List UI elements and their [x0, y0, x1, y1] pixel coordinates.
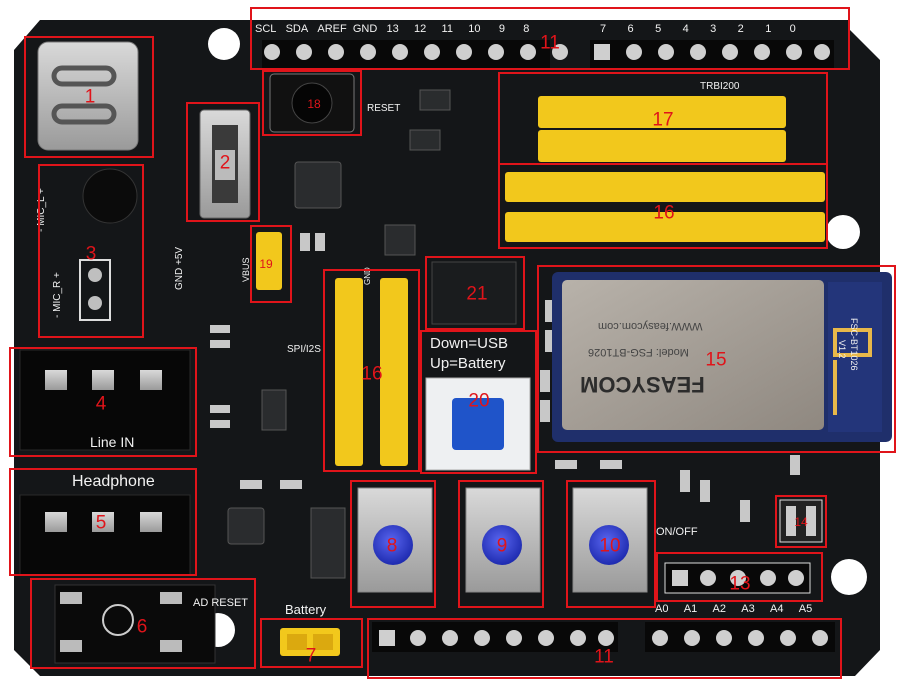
- callout-box-2: [186, 102, 260, 222]
- callout-box-7: [260, 618, 363, 668]
- push-button-8: [357, 487, 433, 593]
- silk-top-header-right: 7 6 5 4 3 2 1 0: [600, 23, 796, 35]
- callout-box-4: [9, 347, 197, 457]
- callout-box-20: [420, 330, 537, 474]
- callout-number: 5: [95, 512, 107, 534]
- bottom-header: [372, 622, 835, 652]
- microphone: [79, 168, 138, 321]
- mount-hole: [831, 559, 867, 595]
- callout-number: 16: [653, 202, 675, 224]
- silk-gnd-5v: GND +5V: [174, 246, 185, 290]
- smd-caps: [210, 233, 800, 522]
- led-area-21: [431, 261, 517, 325]
- silk-on-off: ON/OFF: [656, 526, 698, 538]
- callout-box-21: [425, 256, 525, 330]
- ad-reset-button: [54, 584, 216, 664]
- callout-number: 8: [386, 535, 398, 557]
- callout-number: 13: [729, 573, 751, 595]
- power-select-switch: [425, 377, 531, 471]
- callout-box-3: [38, 164, 144, 338]
- bluetooth-module: [552, 272, 892, 442]
- silk-headphone: Headphone: [72, 473, 155, 490]
- callout-box-18: [262, 70, 362, 136]
- silk-reset: RESET: [367, 103, 401, 114]
- mount-hole: [208, 28, 240, 60]
- mount-hole: [826, 215, 860, 249]
- top-header: [262, 40, 834, 70]
- callout-box-11-bottom: [367, 618, 842, 679]
- silk-spi: SPI/I2S: [287, 344, 321, 355]
- silk-battery: Battery: [285, 602, 327, 617]
- callout-number: 20: [468, 390, 490, 412]
- callout-number: 1: [84, 86, 96, 108]
- callout-box-15: [537, 265, 896, 453]
- callout-number: 11: [594, 646, 614, 668]
- callout-box-6: [30, 578, 256, 669]
- callout-box-17: [498, 72, 828, 165]
- silk-bottom-header-right: A0 A1 A2 A3 A4 A5: [655, 603, 813, 615]
- callout-number: 21: [466, 283, 488, 305]
- callout-number: 4: [95, 393, 107, 415]
- line-in-jack: [19, 349, 191, 451]
- callout-box-8: [350, 480, 436, 608]
- silk-top-header-left: SCL SDA AREF GND 13 12 11 10 9 8: [255, 23, 530, 35]
- callout-number: 9: [496, 535, 508, 557]
- silk-ad-reset: AD RESET: [193, 597, 249, 609]
- push-button-9: [465, 487, 541, 593]
- callout-number: 10: [599, 535, 621, 557]
- callout-number: 7: [305, 645, 317, 667]
- callout-number: 18: [307, 97, 321, 111]
- callout-number: 19: [259, 257, 273, 271]
- reset-tact-18: [269, 73, 355, 133]
- callout-box-16-left: [323, 269, 420, 472]
- callout-box-13: [656, 552, 823, 602]
- callout-number: 16: [361, 363, 383, 385]
- battery-jumper: [280, 628, 340, 656]
- yellow-header-16-left: [335, 278, 408, 466]
- component-14: [779, 499, 823, 543]
- callout-box-5: [9, 468, 197, 576]
- callout-number: 14: [794, 515, 808, 529]
- usb-c-connector: [37, 41, 139, 151]
- silk-down-usb: Down=USB: [430, 335, 508, 352]
- callout-box-9: [458, 480, 544, 608]
- callout-number: 6: [136, 616, 148, 638]
- callout-number: 2: [219, 152, 231, 174]
- vbus-jumper: [256, 232, 282, 290]
- callout-box-10: [566, 480, 656, 608]
- silk-up-battery: Up=Battery: [430, 355, 506, 372]
- callout-number: 17: [652, 109, 674, 131]
- callout-box-11-top: [250, 7, 850, 70]
- callout-box-14: [775, 495, 827, 548]
- callout-box-1: [24, 36, 154, 158]
- callout-number: 3: [85, 243, 97, 265]
- header-13: [664, 562, 811, 594]
- yellow-header-17: [538, 96, 786, 162]
- callout-box-19: [250, 225, 292, 303]
- silk-trbi: TRBI200: [700, 81, 740, 92]
- headphone-jack: [19, 494, 191, 576]
- slide-switch: [199, 109, 251, 219]
- callout-number: 15: [705, 349, 727, 371]
- push-button-10: [572, 487, 648, 593]
- callout-number: 11: [540, 32, 560, 54]
- yellow-header-16-top: [505, 172, 825, 242]
- silk-line-in: Line IN: [90, 434, 135, 450]
